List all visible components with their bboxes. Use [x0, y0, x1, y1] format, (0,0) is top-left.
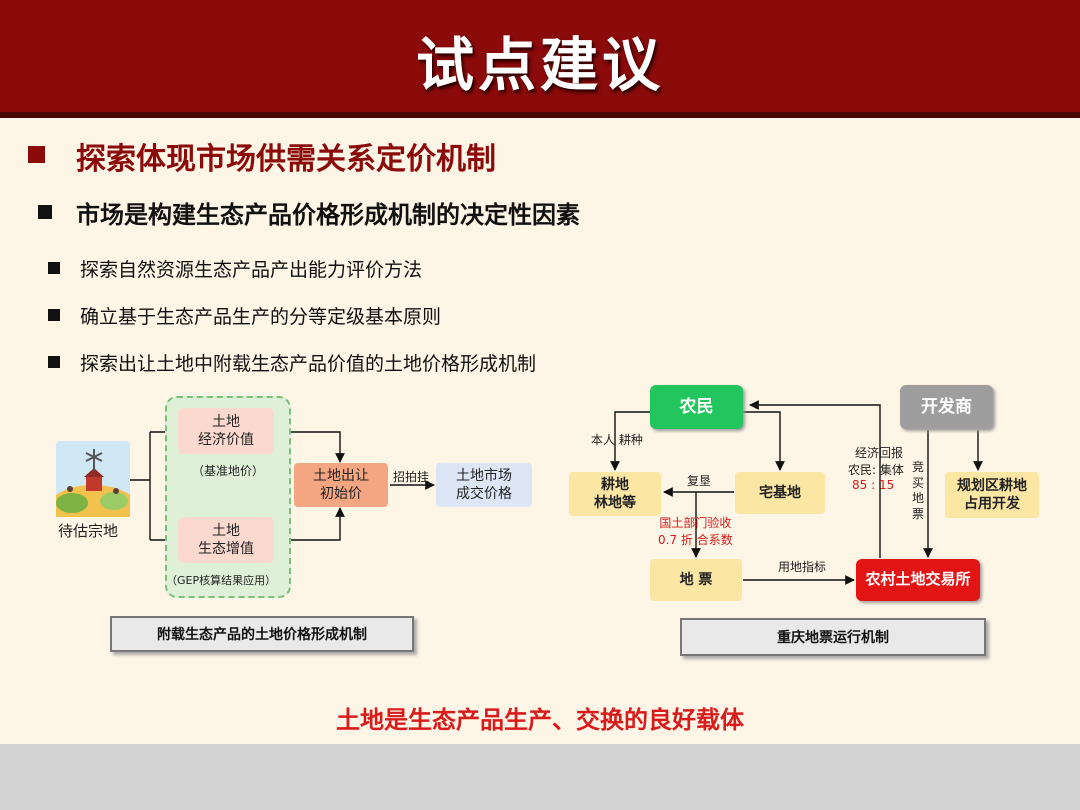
cultivated-land-label: 耕地 林地等 — [594, 476, 636, 511]
exchange-label: 农村土地交易所 — [865, 570, 971, 589]
land-ticket-label: 地 票 — [679, 571, 713, 588]
farmer-label: 农民 — [679, 396, 714, 417]
exchange-box: 农村土地交易所 — [856, 559, 980, 601]
bid-ticket-label: 竞 买 地 票 — [912, 460, 925, 521]
eco-value-box: 土地 生态增值 — [178, 517, 274, 563]
conclusion-text: 土地是生态产品生产、交换的良好载体 — [336, 705, 744, 734]
bullet-square-icon — [48, 309, 60, 321]
reclaim-label: 复垦 — [687, 474, 712, 488]
page-title: 试点建议 — [415, 31, 664, 99]
homestead-box: 宅基地 — [735, 472, 825, 514]
initial-price-box: 土地出让 初始价 — [294, 463, 388, 507]
farmer-box: 农民 — [650, 385, 743, 429]
economic-value-box: 土地 经济价值 — [178, 408, 274, 454]
planned-land-label: 规划区耕地 占用开发 — [957, 477, 1027, 512]
initial-price-label: 土地出让 初始价 — [313, 467, 369, 502]
left-diagram-caption: 附载生态产品的土地价格形成机制 — [110, 616, 414, 652]
market-price-box: 土地市场 成交价格 — [436, 463, 532, 507]
quota-label: 用地指标 — [778, 560, 827, 574]
land-ticket-box: 地 票 — [650, 559, 742, 601]
bullet-square-icon — [48, 262, 60, 274]
bullet-item: 探索出让土地中附载生态产品价值的土地价格形成机制 — [80, 353, 537, 375]
cultivated-land-box: 耕地 林地等 — [569, 472, 661, 516]
parcel-label: 待估宗地 — [58, 522, 119, 540]
inspection-label: 国土部门验收 0.7 折 合系数 — [658, 516, 733, 548]
bullet-square-icon — [38, 205, 52, 219]
parcel-illustration-icon — [49, 441, 137, 529]
heading-primary: 探索体现市场供需关系定价机制 — [76, 142, 496, 177]
return-label: 经济回报 — [855, 446, 904, 460]
market-price-label: 土地市场 成交价格 — [456, 467, 512, 502]
split-ratio-label: 85 : 15 — [852, 478, 895, 492]
bullet-square-icon — [48, 356, 60, 368]
self-farming-label: 本人 耕种 — [591, 433, 643, 447]
economic-value-label: 土地 经济价值 — [198, 413, 254, 448]
planned-land-box: 规划区耕地 占用开发 — [945, 472, 1039, 518]
split-label: 农民: 集体 — [848, 463, 904, 477]
bullet-square-icon — [28, 146, 45, 163]
gep-note: （GEP核算结果应用） — [166, 574, 277, 587]
footer-bar — [0, 744, 1080, 810]
developer-box: 开发商 — [900, 385, 993, 429]
bullet-item: 探索自然资源生态产品产出能力评价方法 — [80, 259, 423, 281]
heading-secondary: 市场是构建生态产品价格形成机制的决定性因素 — [76, 201, 580, 229]
header-bar: 试点建议 — [0, 0, 1080, 118]
developer-label: 开发商 — [921, 396, 972, 417]
bullet-item: 确立基于生态产品生产的分等定级基本原则 — [80, 306, 442, 328]
auction-label: 招拍挂 — [393, 470, 430, 484]
base-price-note: （基准地价） — [192, 464, 265, 478]
right-diagram-caption: 重庆地票运行机制 — [680, 618, 986, 656]
eco-value-label: 土地 生态增值 — [198, 522, 254, 557]
homestead-label: 宅基地 — [759, 484, 801, 501]
